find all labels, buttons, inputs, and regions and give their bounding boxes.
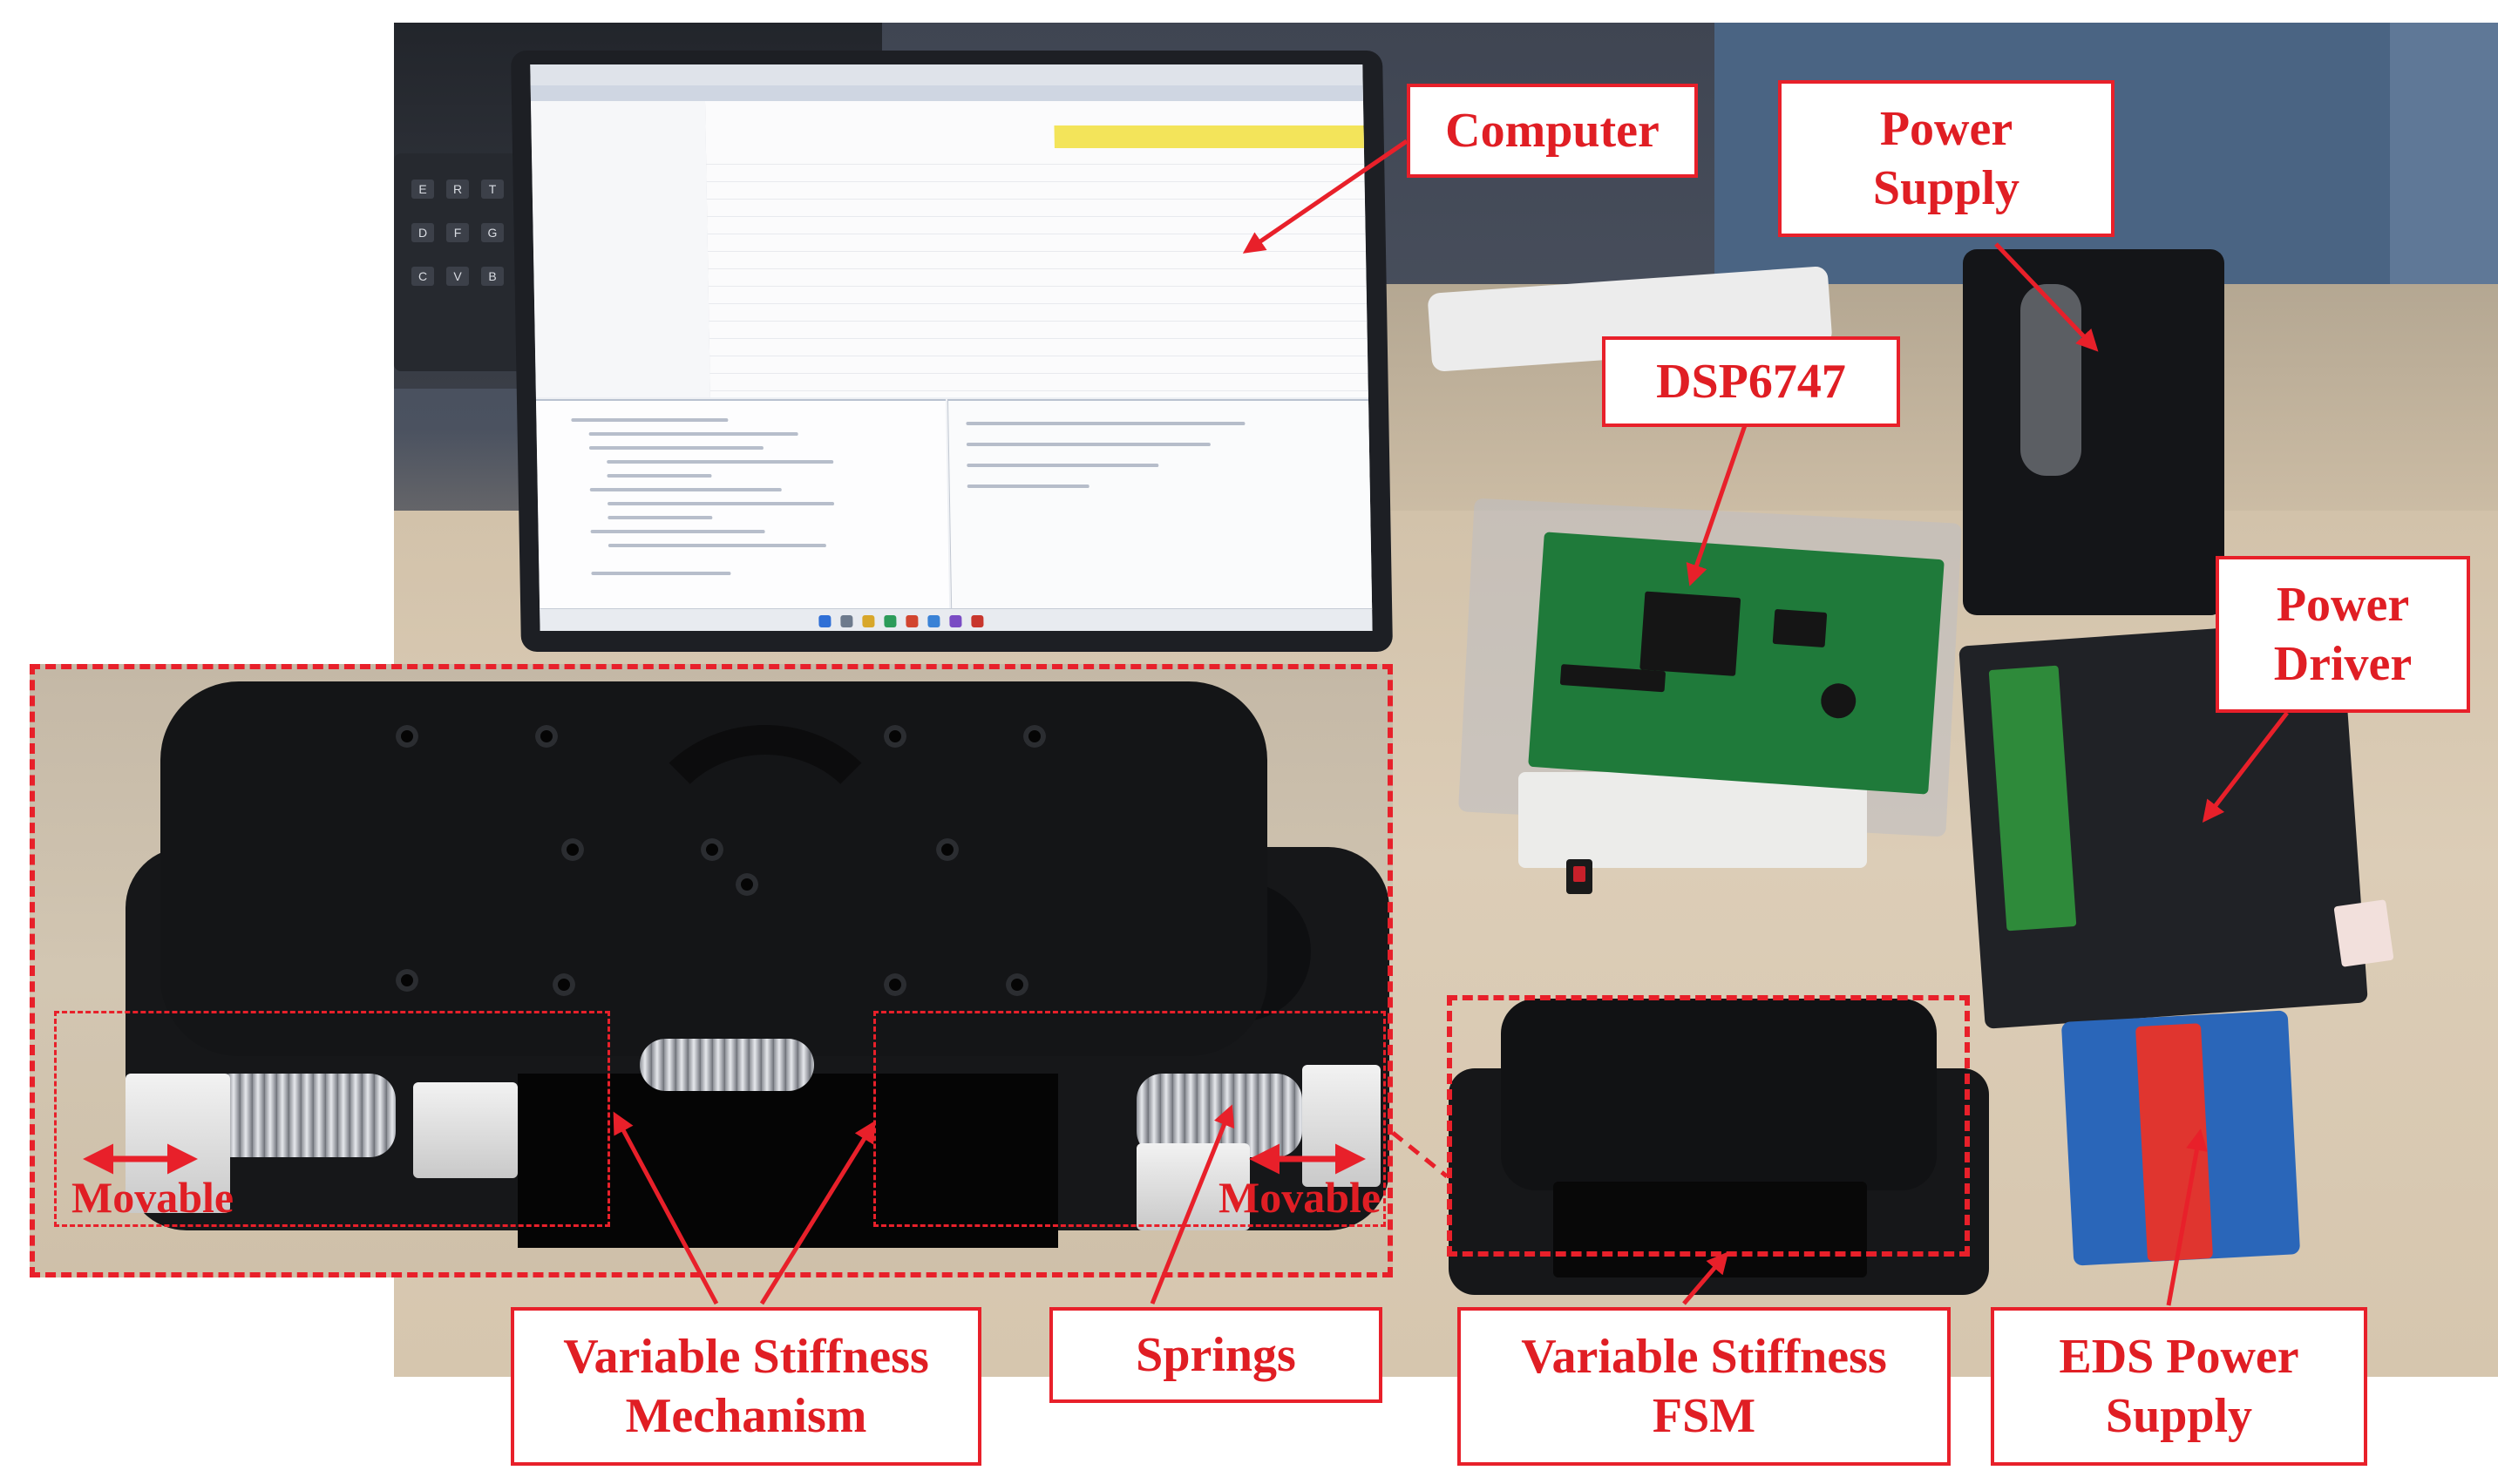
- power-supply-unit: [1963, 249, 2224, 615]
- movable-right-region-box: [873, 1011, 1386, 1227]
- highlighted-row: [1054, 125, 1373, 148]
- power-supply-handle: [2020, 284, 2081, 476]
- ide-code-editor: [535, 399, 950, 610]
- lab-setup-photo: ERTY DFGH CVBN: [394, 23, 2498, 1377]
- laptop-screen: [530, 64, 1373, 631]
- eds-supply-red-module: [2135, 1023, 2214, 1262]
- ide-menu-bar: [530, 64, 1363, 85]
- spring-bottom-left: [204, 1074, 396, 1157]
- label-computer: Computer: [1407, 84, 1698, 178]
- ide-tab-bar: [530, 85, 1363, 101]
- white-box: [1518, 772, 1867, 868]
- spring-center: [640, 1039, 814, 1091]
- ide-console: [947, 399, 1373, 610]
- movable-label-right: Movable: [1218, 1173, 1381, 1222]
- movable-label-left: Movable: [71, 1173, 234, 1222]
- slider-block-left: [126, 1074, 230, 1213]
- dsp-board: [1528, 532, 1945, 795]
- fsm-region-box: [1447, 995, 1970, 1257]
- clamp-left: [413, 1082, 518, 1178]
- os-taskbar: [540, 608, 1373, 631]
- ide-debug-tree: [530, 101, 711, 397]
- ide-expressions-table: [704, 101, 1373, 397]
- push-button: [1566, 859, 1592, 894]
- laptop: [510, 51, 1394, 652]
- driver-sticker: [2333, 899, 2394, 967]
- label-springs: Springs: [1049, 1307, 1382, 1403]
- movable-left-region-box: [54, 1011, 610, 1227]
- label-dsp6747: DSP6747: [1602, 336, 1900, 427]
- fsm-small-top-plate: [1501, 999, 1937, 1190]
